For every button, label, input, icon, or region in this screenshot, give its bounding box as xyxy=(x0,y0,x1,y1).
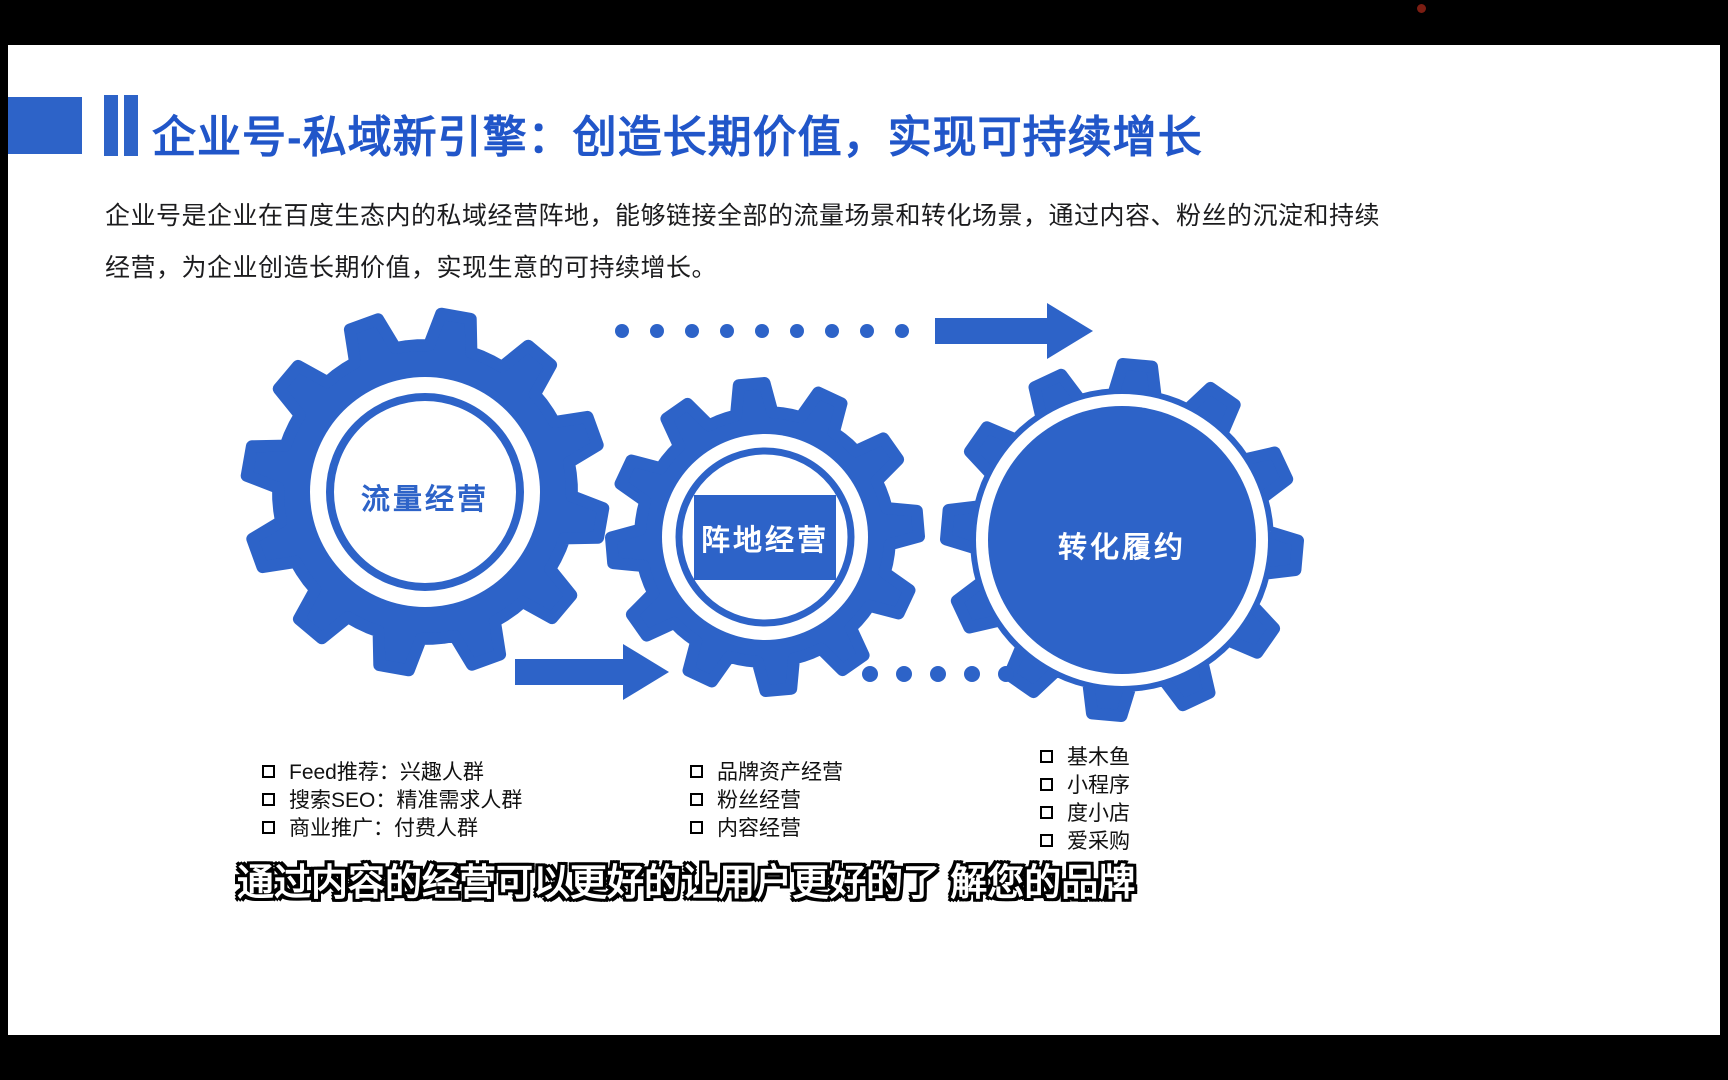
list-item: 度小店 xyxy=(1040,798,1130,826)
flow-dots-bottom xyxy=(862,666,1014,682)
list-item-label: 小程序 xyxy=(1067,774,1130,797)
dot-icon xyxy=(860,324,874,338)
checkbox-icon xyxy=(1040,749,1053,763)
checkbox-icon xyxy=(690,820,703,834)
list-item-label: 搜索SEO：精准需求人群 xyxy=(289,789,523,812)
dot-icon xyxy=(998,666,1014,682)
arrow-head xyxy=(623,644,669,700)
list-item: 粉丝经营 xyxy=(690,785,843,813)
gear-traffic-icon xyxy=(240,307,610,677)
list-item-label: 基木鱼 xyxy=(1067,746,1130,769)
dot-icon xyxy=(650,324,664,338)
dot-icon xyxy=(895,324,909,338)
dot-icon xyxy=(825,324,839,338)
list-item: 搜索SEO：精准需求人群 xyxy=(262,785,522,813)
position-feature-list: 品牌资产经营 粉丝经营 内容经营 xyxy=(690,757,843,841)
title-accent-bar-2 xyxy=(124,95,138,156)
flow-arrow-bottom-icon xyxy=(515,644,669,700)
dot-icon xyxy=(862,666,878,682)
list-item: 商业推广：付费人群 xyxy=(262,813,522,841)
intro-line-1: 企业号是企业在百度生态内的私域经营阵地，能够链接全部的流量场景和转化场景，通过内… xyxy=(105,202,1381,230)
list-item-label: 商业推广：付费人群 xyxy=(289,817,478,840)
list-item: 爱采购 xyxy=(1040,826,1130,854)
list-item: Feed推荐：兴趣人群 xyxy=(262,757,522,785)
checkbox-icon xyxy=(690,792,703,806)
list-item: 内容经营 xyxy=(690,813,843,841)
gear-position-label-box: 阵地经营 xyxy=(694,495,836,580)
intro-paragraph: 企业号是企业在百度生态内的私域经营阵地，能够链接全部的流量场景和转化场景，通过内… xyxy=(105,190,1465,294)
checkbox-icon xyxy=(262,764,275,778)
dot-icon xyxy=(964,666,980,682)
list-item-label: 爱采购 xyxy=(1067,830,1130,853)
checkbox-icon xyxy=(262,820,275,834)
gear-label-position: 阵地经营 xyxy=(700,524,829,557)
conversion-feature-list: 基木鱼 小程序 度小店 爱采购 xyxy=(1040,742,1130,854)
list-item-label: 品牌资产经营 xyxy=(717,761,843,784)
checkbox-icon xyxy=(1040,777,1053,791)
arrow-body xyxy=(515,659,623,685)
list-item-label: 内容经营 xyxy=(717,817,801,840)
flow-dots-top xyxy=(615,324,909,338)
dot-icon xyxy=(615,324,629,338)
page-title: 企业号-私域新引擎：创造长期价值，实现可持续增长 xyxy=(152,113,1203,162)
list-item-label: 度小店 xyxy=(1067,802,1130,825)
checkbox-icon xyxy=(690,764,703,778)
dot-icon xyxy=(790,324,804,338)
dot-icon xyxy=(896,666,912,682)
list-item: 基木鱼 xyxy=(1040,742,1130,770)
gear-label-traffic: 流量经营 xyxy=(360,484,489,516)
intro-line-2: 经营，为企业创造长期价值，实现生意的可持续增长。 xyxy=(105,254,718,282)
flow-arrow-top-icon xyxy=(935,303,1093,359)
title-accent-edge-bar xyxy=(8,97,82,154)
checkbox-icon xyxy=(1040,833,1053,847)
gear-label-conversion: 转化履约 xyxy=(1057,532,1186,564)
checkbox-icon xyxy=(1040,805,1053,819)
arrow-body xyxy=(935,318,1047,344)
dot-icon xyxy=(930,666,946,682)
list-item-label: Feed推荐：兴趣人群 xyxy=(289,761,484,784)
video-subtitle: 通过内容的经营可以更好的让用户更好的了 解您的品牌 xyxy=(237,862,1136,903)
recording-indicator-dot xyxy=(1417,4,1426,13)
dot-icon xyxy=(755,324,769,338)
title-accent-bar-1 xyxy=(104,95,118,156)
list-item-label: 粉丝经营 xyxy=(717,789,801,812)
traffic-feature-list: Feed推荐：兴趣人群 搜索SEO：精准需求人群 商业推广：付费人群 xyxy=(262,757,522,841)
dot-icon xyxy=(685,324,699,338)
list-item: 品牌资产经营 xyxy=(690,757,843,785)
arrow-head xyxy=(1047,303,1093,359)
checkbox-icon xyxy=(262,792,275,806)
gear-conversion-icon xyxy=(940,358,1304,722)
list-item: 小程序 xyxy=(1040,770,1130,798)
dot-icon xyxy=(720,324,734,338)
